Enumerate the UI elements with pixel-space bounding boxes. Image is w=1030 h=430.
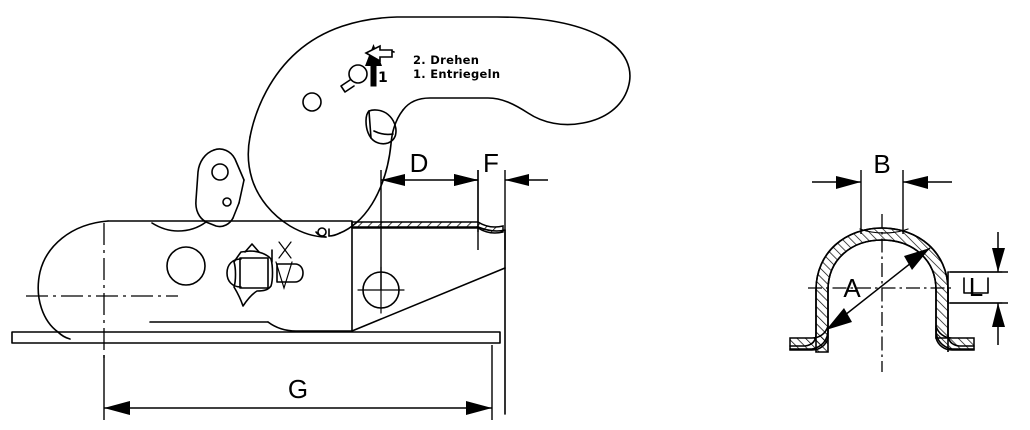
section-hatch-strip	[351, 221, 504, 234]
front-section-view: A B L	[789, 149, 1008, 372]
dimension-l-label: L	[969, 272, 983, 302]
dimension-d: D	[380, 148, 479, 290]
locking-mechanism-detail	[226, 241, 304, 307]
dimension-f-label: F	[483, 148, 499, 178]
operation-step-arrows: 1	[364, 44, 395, 87]
dimension-l: L	[950, 232, 1008, 345]
clamp-shell-hatched	[789, 227, 975, 353]
step-marker-1: 1	[378, 70, 388, 86]
side-section-view: 1 2. Drehen 1. Entriegeln D F	[11, 16, 631, 420]
dimension-f: F	[454, 148, 548, 250]
hinge-bracket	[151, 148, 245, 232]
dimension-g-label: G	[288, 374, 308, 404]
instruction-line-2: 1. Entriegeln	[413, 67, 500, 81]
dimension-d-label: D	[410, 148, 429, 178]
release-handle	[247, 16, 631, 238]
handle-rivet-holes	[302, 64, 368, 112]
ball-socket-circle	[166, 246, 206, 286]
step2-rotate-arrow	[364, 44, 395, 63]
channel-profile-symbol	[963, 277, 989, 294]
instruction-line-1: 2. Drehen	[413, 53, 479, 67]
dimension-b: B	[812, 149, 952, 234]
dimension-a-label: A	[843, 273, 861, 303]
instruction-text: 2. Drehen 1. Entriegeln	[413, 53, 500, 81]
dimension-g: G	[103, 345, 493, 420]
handle-throat-notch	[365, 109, 397, 145]
dimension-b-label: B	[873, 149, 890, 179]
mounting-plate	[11, 331, 501, 344]
front-view-centerlines	[808, 214, 952, 372]
dimension-a: A	[825, 247, 931, 331]
